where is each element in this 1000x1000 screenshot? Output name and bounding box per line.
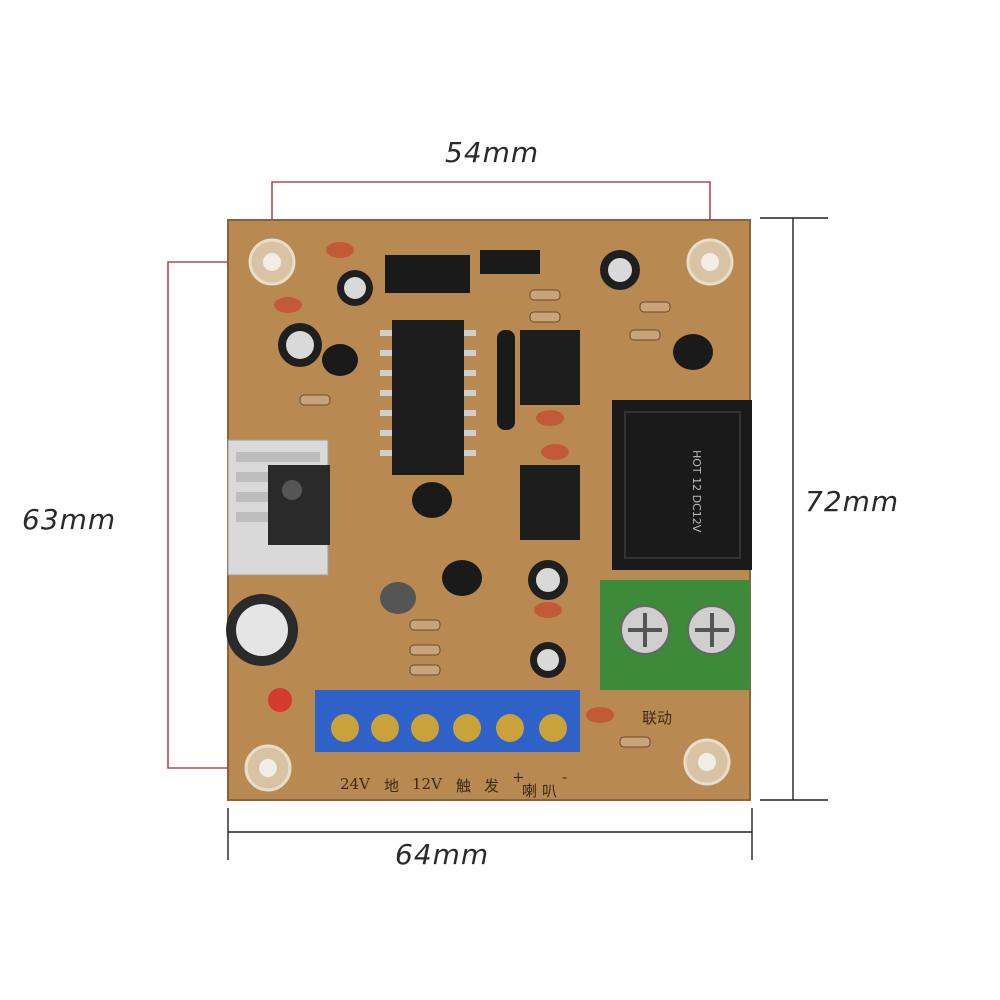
mounting-holes [244, 238, 734, 792]
terminal-label-trigger-2: 发 [484, 777, 500, 795]
transistors [322, 330, 713, 614]
ic-chips [392, 320, 580, 540]
terminal-label-plus: + [512, 768, 525, 786]
dimension-lines-outer [227, 217, 828, 860]
terminal-label-minus: - [562, 768, 568, 786]
ceramic-capacitors [274, 242, 614, 723]
heatsink [227, 439, 330, 576]
terminal-block [315, 690, 580, 752]
relay [612, 400, 752, 570]
hole-spacing-vertical-label: 63mm [22, 503, 117, 536]
terminal-label-12v: 12V [412, 775, 442, 793]
terminal-label-24v: 24V [340, 775, 370, 793]
pin-header [385, 250, 540, 293]
terminal-label-horn-2: 叭 [542, 782, 558, 800]
terminal-label-ground: 地 [384, 777, 400, 795]
resistors [299, 289, 671, 748]
board-width-label: 64mm [395, 838, 490, 871]
terminal-label-horn-1: 喇 [522, 782, 538, 800]
hole-spacing-horizontal-label: 54mm [445, 136, 540, 169]
relay-marking: HOT 12 DC12V [690, 450, 703, 533]
relay-linkage-label: 联动 [642, 709, 673, 727]
board-height-label: 72mm [805, 485, 900, 518]
capacitors [226, 250, 640, 678]
led [268, 688, 292, 712]
relay-terminal-block [600, 580, 750, 690]
terminal-label-trigger-1: 触 [456, 777, 472, 795]
